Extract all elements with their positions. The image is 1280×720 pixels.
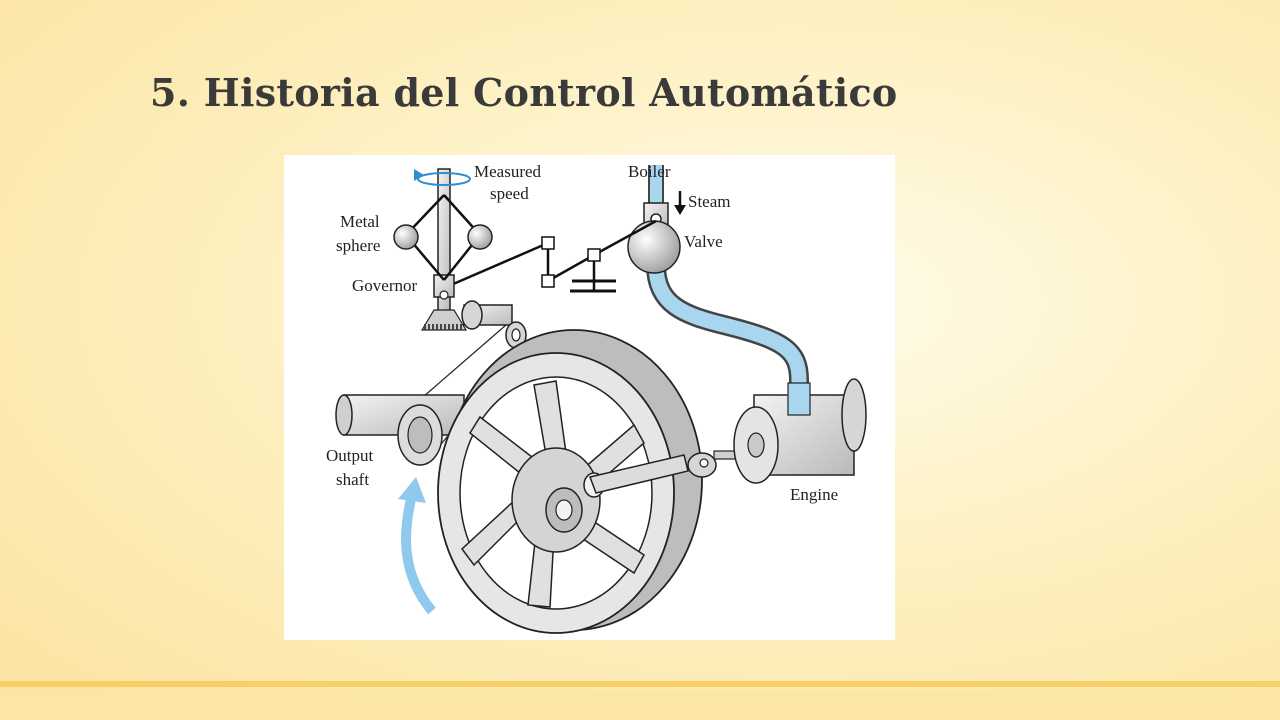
steam-arrow-icon bbox=[674, 191, 686, 215]
footer-band bbox=[0, 689, 1280, 720]
footer-stripe bbox=[0, 681, 1280, 687]
valve bbox=[627, 202, 681, 274]
flywheel-rotation-arrow-icon bbox=[398, 477, 436, 615]
slide-title: 5. Historia del Control Automático bbox=[150, 70, 898, 115]
governor bbox=[393, 168, 527, 349]
label-output-shaft-1: Output bbox=[326, 446, 374, 465]
label-metal-sphere-1: Metal bbox=[340, 212, 380, 231]
label-valve: Valve bbox=[684, 232, 723, 251]
label-measured-speed-2: speed bbox=[490, 184, 529, 203]
flyball-governor-diagram: Measured speed Boiler Steam Valve Metal … bbox=[284, 155, 895, 640]
linkage-joints bbox=[541, 236, 601, 288]
output-shaft bbox=[335, 394, 465, 466]
label-measured-speed-1: Measured bbox=[474, 162, 542, 181]
label-steam: Steam bbox=[688, 192, 731, 211]
flywheel bbox=[437, 329, 703, 634]
engine bbox=[733, 378, 867, 484]
label-boiler: Boiler bbox=[628, 162, 671, 181]
label-governor: Governor bbox=[352, 276, 417, 295]
label-output-shaft-2: shaft bbox=[336, 470, 369, 489]
label-engine: Engine bbox=[790, 485, 838, 504]
metal-sphere-left bbox=[393, 224, 419, 250]
label-metal-sphere-2: sphere bbox=[336, 236, 380, 255]
metal-sphere-right bbox=[467, 224, 493, 250]
rotation-arrow-icon bbox=[414, 169, 471, 186]
